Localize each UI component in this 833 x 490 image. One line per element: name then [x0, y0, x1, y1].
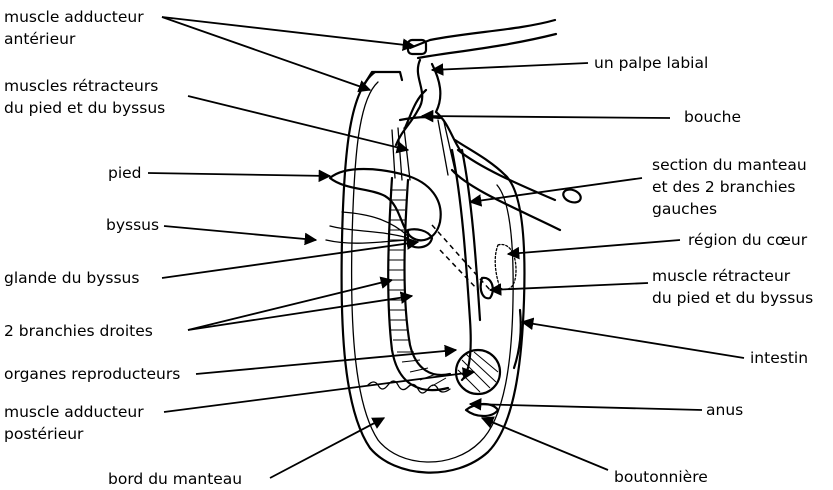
- label-intestin: intestin: [750, 349, 808, 367]
- label-muscle-adducteur-anterieur-line1: muscle adducteur: [4, 8, 144, 26]
- label-branchies-droites: 2 branchies droites: [4, 322, 153, 340]
- label-muscles-retracteurs-line2: du pied et du byssus: [4, 99, 165, 117]
- left-gills-section: [452, 150, 480, 380]
- right-gills-inner: [405, 180, 451, 375]
- label-organes-reproducteurs: organes reproducteurs: [4, 365, 180, 383]
- shell-top-rim: [362, 72, 402, 88]
- posterior-adductor-muscle: [456, 350, 500, 394]
- label-glande-byssus: glande du byssus: [4, 269, 139, 287]
- top-tube: [410, 20, 556, 58]
- mouth: [400, 117, 440, 120]
- labels-right: un palpe labial bouche section du mantea…: [594, 54, 813, 486]
- label-anus: anus: [706, 401, 743, 419]
- label-byssus: byssus: [106, 216, 159, 234]
- label-muscle-adducteur-posterieur-line1: muscle adducteur: [4, 403, 144, 421]
- label-bouche: bouche: [684, 108, 741, 126]
- label-region-coeur: région du cœur: [688, 231, 808, 249]
- leader-lines: [148, 17, 744, 478]
- label-muscle-retracteur-line2: du pied et du byssus: [652, 289, 813, 307]
- label-muscle-adducteur-posterieur-line2: postérieur: [4, 425, 84, 443]
- label-section-manteau-line3: gauches: [652, 200, 717, 218]
- anus: [466, 404, 498, 416]
- label-section-manteau-line1: section du manteau: [652, 156, 807, 174]
- small-oval: [561, 187, 582, 204]
- labels-left: muscle adducteur antérieur muscles rétra…: [4, 8, 242, 488]
- label-muscle-adducteur-anterieur-line2: antérieur: [4, 30, 76, 48]
- label-boutonniere: boutonnière: [614, 468, 708, 486]
- label-section-manteau-line2: et des 2 branchies: [652, 178, 796, 196]
- byssus-threads: [326, 212, 408, 243]
- gill-hatching: [388, 190, 446, 386]
- label-pied: pied: [108, 164, 142, 182]
- label-muscles-retracteurs-line1: muscles rétracteurs: [4, 77, 158, 95]
- retractor-bundle: [392, 120, 456, 180]
- label-muscle-retracteur-line1: muscle rétracteur: [652, 267, 791, 285]
- label-bord-manteau: bord du manteau: [108, 470, 242, 488]
- label-palpe-labial: un palpe labial: [594, 54, 708, 72]
- posterior-adductor-hatching: [458, 352, 498, 392]
